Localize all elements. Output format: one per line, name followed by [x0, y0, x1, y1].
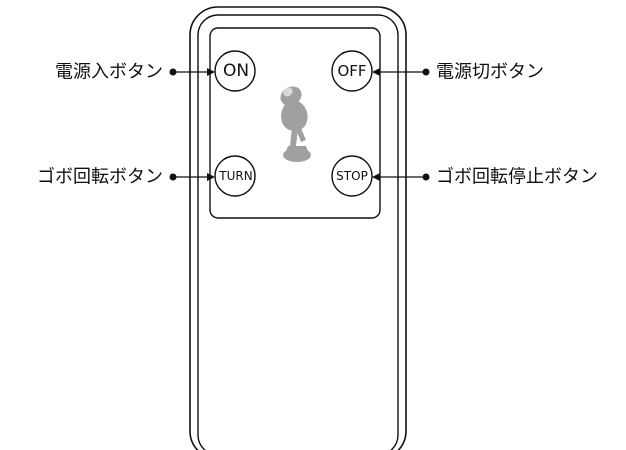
- off-button[interactable]: OFF: [331, 50, 373, 92]
- stop-button[interactable]: STOP: [331, 155, 373, 197]
- leader-lines: [169, 68, 430, 181]
- button-panel: [209, 27, 381, 219]
- remote-inner-outline: [197, 14, 399, 450]
- leader-rotate-stop: [372, 173, 430, 181]
- off-button-label: OFF: [337, 62, 366, 80]
- remote-outer-outline: [189, 6, 407, 450]
- leader-rotate: [169, 173, 215, 181]
- callout-power-on: 電源入ボタン: [55, 62, 163, 83]
- callout-rotate: ゴボ回転ボタン: [37, 167, 163, 188]
- gobo-light-fixture-icon: [280, 86, 311, 162]
- on-button-label: ON: [223, 61, 249, 81]
- turn-button-label: TURN: [218, 169, 252, 183]
- leader-power-on: [169, 68, 215, 76]
- remote-body: [189, 6, 407, 450]
- turn-button[interactable]: TURN: [214, 155, 256, 197]
- callout-rotate-stop: ゴボ回転停止ボタン: [436, 167, 598, 188]
- stop-button-label: STOP: [336, 169, 368, 183]
- callout-power-off: 電源切ボタン: [436, 62, 544, 83]
- leader-power-off: [372, 68, 430, 76]
- on-button[interactable]: ON: [214, 50, 256, 92]
